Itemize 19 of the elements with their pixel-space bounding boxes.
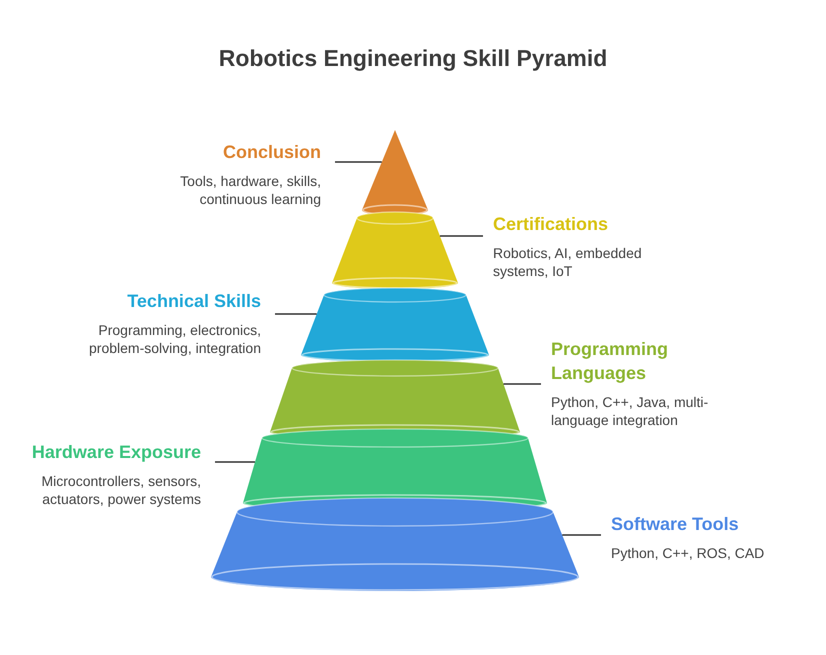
layer-heading: Programming Languages [551,338,670,385]
layer-description: Tools, hardware, skills, continuous learning [179,172,321,208]
diagram-title: Robotics Engineering Skill Pyramid [218,45,608,72]
layer-heading: Technical Skills [126,290,261,313]
layer-heading: Certifications [493,213,610,236]
layer-description: Python, C++, ROS, CAD [611,544,766,562]
leader-line [335,161,382,163]
layer-heading: Hardware Exposure [30,441,201,464]
leader-line [440,235,483,237]
layer-heading: Software Tools [611,513,740,536]
leader-line [562,534,601,536]
leader-line [504,383,541,385]
layer-description: Programming, electronics, problem-solving, integration [88,321,261,357]
layer-description: Microcontrollers, sensors, actuators, power systems [40,472,201,508]
layer-description: Python, C++, Java, multi-language integration [551,393,710,429]
layer-description: Robotics, AI, embedded systems, IoT [493,244,643,280]
layer-heading: Conclusion [222,141,321,164]
leader-line [275,313,317,315]
leader-line [215,461,255,463]
